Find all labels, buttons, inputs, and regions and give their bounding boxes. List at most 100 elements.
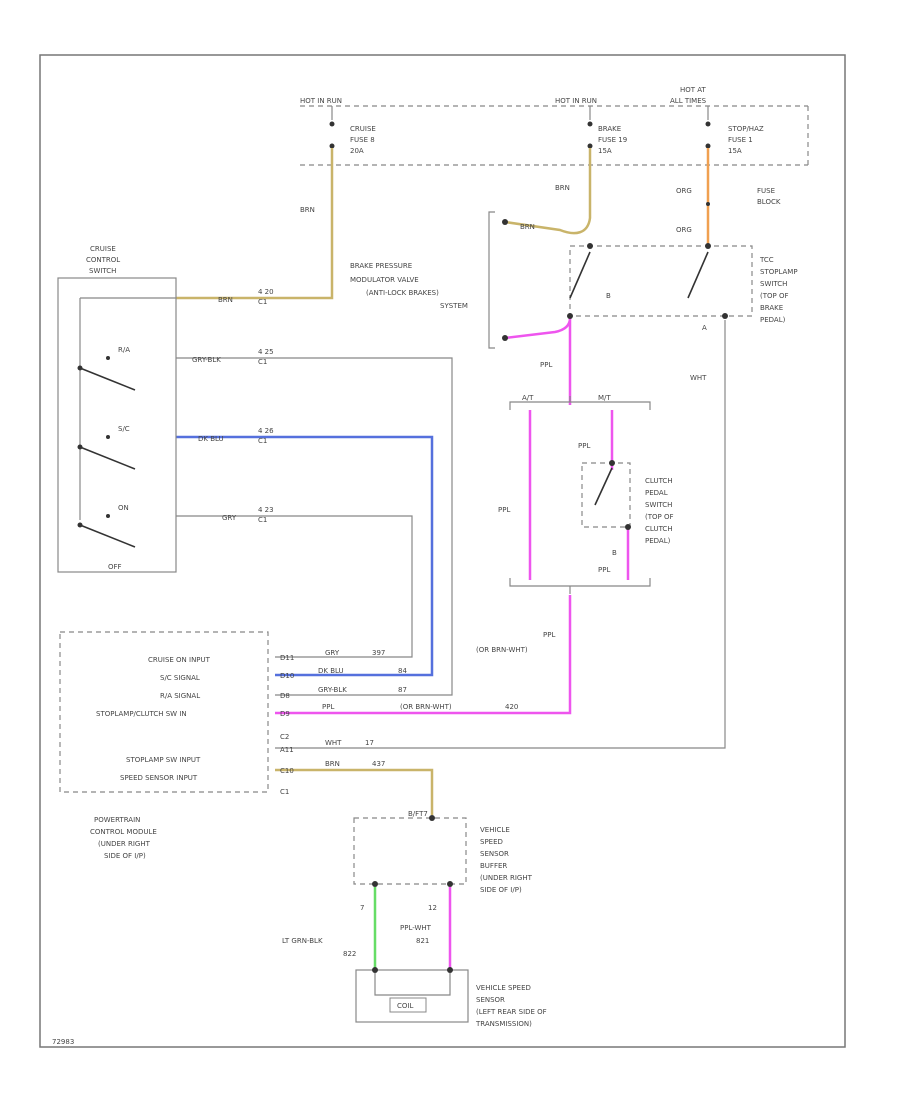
ppl-clutch-top-label: PPL [578,442,590,450]
tcc-sw2-bottom [722,313,728,319]
wire-ppl-pcm [275,595,572,715]
brake-fuse-dot-bottom [587,143,593,149]
cruise-switch-box [57,277,177,573]
vss-pin-a: 7 [360,904,364,912]
pcm-pin-c1: C1 [280,788,289,796]
wire-brn-brake-valve [504,148,592,235]
pcm-pin-d9: D9 [280,710,290,718]
pcm-wire-gry: GRY [325,649,340,657]
pcm-input-stoplamp: STOPLAMP SW INPUT [126,756,201,764]
pcm-or-brn-wht: (OR BRN-WHT) [400,703,452,711]
pcm-label-2: CONTROL MODULE [90,828,157,836]
stoplamp-fuse-dot-bottom [705,143,711,149]
vss-buffer-label-2: SPEED [480,838,503,846]
vss-buffer-out-b [447,881,453,887]
tcc-switch-label-3: SWITCH [760,280,787,288]
pin-brn-sw-2: C1 [258,298,267,306]
on-label: ON [118,504,129,512]
ppl-label: PPL [540,361,552,369]
pcm-label-4: SIDE OF I/P) [104,852,146,860]
pin-on-sw-1: 4 23 [258,506,274,514]
mt-label: M/T [598,394,611,402]
brake-fuse-label-3: 15A [598,147,612,155]
brake-valve-label-2: MODULATOR VALVE [350,276,419,284]
brn-to-valve-label: BRN [520,223,535,231]
cruise-control-switch: CRUISE CONTROL SWITCH R/A S/C ON OFF [57,245,177,573]
ra-switch-blade [79,367,136,391]
wire-gry [176,515,413,658]
vss-buffer-pin-label: B/FT7 [408,810,428,818]
clutch-switch-label-1: CLUTCH [645,477,673,485]
sc-switch-blade [79,446,136,470]
stoplamp-fuse-label-2: FUSE 1 [728,136,753,144]
vss-sensor-label-4: TRANSMISSION) [475,1020,532,1028]
clutch-sw-top [609,460,615,466]
lt-grn-blk-label-2: 822 [343,950,356,958]
cruise-switch-label-1: CRUISE [90,245,116,253]
pin-rs-sw-1: 4 25 [258,348,274,356]
valve-term-top [502,219,508,225]
brake-fuse-label-2: FUSE 19 [598,136,627,144]
vss-sensor-pin-a [372,967,378,973]
lt-grn-blk-label-1: LT GRN-BLK [282,937,323,945]
ppl-clutch-left-label: PPL [498,506,510,514]
ppl-clutch-bottom-label: PPL [598,566,610,574]
pcm-pin-a11: A11 [280,746,294,754]
tcc-switch-label-2: STOPLAMP [760,268,798,276]
vss-coil-loop [374,973,451,996]
valve-bracket [488,211,495,349]
vss-sensor-box [355,969,469,1023]
vss-buffer-label-3: SENSOR [480,850,509,858]
vss-buffer-in-pin [429,815,435,821]
gry-blk-label: GRY-BLK [192,356,221,364]
tcc-sw2-top [705,243,711,249]
pcm-wire-ppl: PPL [322,703,334,711]
ra-label: R/A [118,346,130,354]
tcc-switch-label-6: PEDAL) [760,316,786,324]
wire-brn-cruise [176,148,334,300]
clutch-b-marker: B [612,549,617,557]
dk-blu-label: DK BLU [198,435,224,443]
fuse-block-label-1: FUSE [757,187,775,195]
cruise-fuse-label-2: FUSE 8 [350,136,375,144]
on-dot-right [106,514,110,518]
atmt-brace-bottom [509,578,651,594]
ppl-wht-label-2: 821 [416,937,429,945]
tcc-switch-label-1: TCC [759,256,774,264]
powertrain-control-module: CRUISE ON INPUT S/C SIGNAL R/A SIGNAL ST… [59,631,518,860]
pcm-wire-dkblu: DK BLU [318,667,344,675]
vss-buffer-label-6: SIDE OF I/P) [480,886,522,894]
pcm-box [59,631,269,793]
pcm-wire-brn: BRN [325,760,340,768]
vss-sensor-pin-b [447,967,453,973]
off-label: OFF [108,563,122,571]
pcm-wire-wht: WHT [325,739,342,747]
stoplamp-fuse-dot-top [705,121,711,127]
pcm-input-speed: SPEED SENSOR INPUT [120,774,198,782]
hot-all-times-label-1: HOT AT [680,86,707,94]
clutch-pedal-switch: B CLUTCH PEDAL SWITCH (TOP OF CLUTCH PED… [581,460,674,557]
pin-rs-sw-2: C1 [258,358,267,366]
tcc-sw1-top [587,243,593,249]
clutch-sw-bottom [625,524,631,530]
wire-brn-speed [275,768,434,815]
pcm-pin-d10: D10 [280,672,294,680]
cruise-fuse-dot-bottom [329,143,335,149]
ra-dot-right [106,356,110,360]
clutch-switch-label-3: SWITCH [645,501,672,509]
clutch-switch-label-5: CLUTCH [645,525,673,533]
pcm-pin-d8: D8 [280,692,290,700]
brake-fuse-dot-top [587,121,593,127]
pin-sc-sw-1: 4 26 [258,427,274,435]
vss-buffer: B/FT7 VEHICLE SPEED SENSOR BUFFER (UNDER… [353,810,533,912]
pcm-circuit-420: 420 [505,703,518,711]
on-switch-blade [79,524,136,548]
org-mid-label: ORG [676,226,692,234]
pcm-circuit-437: 437 [372,760,385,768]
tcc-a-marker: A [702,324,707,332]
pcm-input-stoplamp-clutch: STOPLAMP/CLUTCH SW IN [96,710,187,718]
pin-brn-sw-1: 4 20 [258,288,274,296]
sc-dot-right [106,435,110,439]
org-top-label: ORG [676,187,692,195]
gry-label: GRY [222,514,237,522]
